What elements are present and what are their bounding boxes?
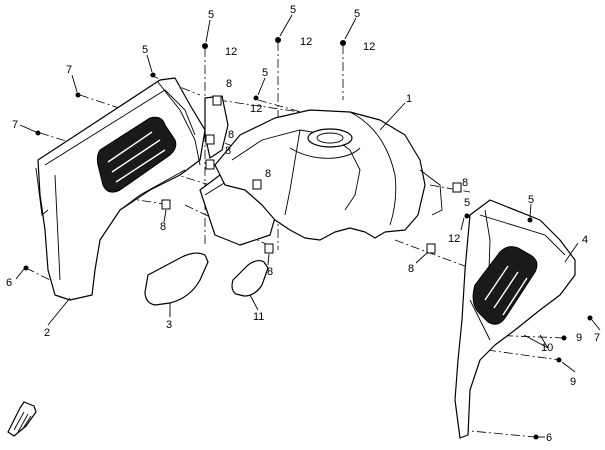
callout-5: 5 [290,4,296,16]
callout-labels: 5 12 5 12 5 12 5 7 7 8 8 8 5 12 1 8 8 5 … [6,4,600,444]
left-side-panel [35,77,206,301]
bolts [23,37,593,440]
callout-12: 12 [363,41,375,53]
callout-9: 9 [576,332,582,344]
callout-7: 7 [594,332,600,344]
callout-8: 8 [408,263,414,275]
callout-8: 8 [462,177,468,189]
callout-2: 2 [44,327,50,339]
callout-12: 12 [225,46,237,58]
front-fender-hood [214,109,443,241]
callout-8: 8 [228,129,234,141]
callout-12: 12 [300,36,312,48]
callout-12: 12 [448,233,460,245]
callout-1: 1 [406,93,412,105]
callout-8: 8 [267,266,273,278]
callout-5: 5 [262,67,268,79]
callout-8: 8 [160,221,166,233]
callout-12: 12 [250,103,262,115]
callout-6: 6 [6,277,12,289]
callout-6: 6 [546,432,552,444]
callout-4: 4 [582,234,588,246]
callout-3: 3 [166,319,172,331]
callout-9: 9 [570,376,576,388]
right-vent-grille [472,246,538,325]
front-direction-arrow-icon [7,401,37,437]
callout-7: 7 [12,119,18,131]
callout-10: 10 [541,342,553,354]
left-vent-grille [96,116,177,193]
clip-nuts [161,95,462,254]
callout-8: 8 [265,168,271,180]
leader-lines [15,14,601,438]
callout-5: 5 [464,197,470,209]
callout-5: 5 [354,8,360,20]
callout-8: 8 [225,145,231,157]
pad-part-3 [144,252,209,306]
callout-5: 5 [528,194,534,206]
pad-part-11 [231,259,269,297]
callout-5: 5 [208,9,214,21]
callout-8: 8 [226,78,232,90]
callout-11: 11 [253,311,264,323]
callout-5: 5 [142,44,148,56]
right-side-panel [454,199,576,439]
callout-7: 7 [66,64,72,76]
